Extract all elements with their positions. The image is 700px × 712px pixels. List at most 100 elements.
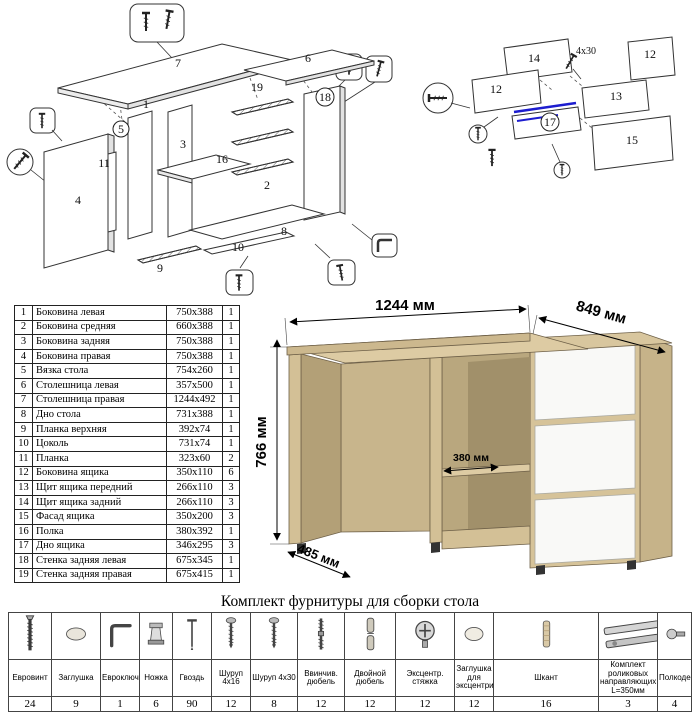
- hardware-callout: [29, 107, 63, 142]
- plinth: [441, 525, 531, 550]
- dimension-lines: [273, 305, 666, 579]
- hardware-item-label: Комплект роликовых направляющих L=350мм: [598, 659, 658, 697]
- part-qty: 3: [222, 509, 240, 525]
- part-name: Фасад ящика: [32, 509, 167, 525]
- part-size: 675x345: [166, 553, 223, 569]
- callout-label: 18: [319, 90, 331, 104]
- desk-top-edge: [286, 332, 531, 356]
- part-size: 346x295: [166, 538, 223, 555]
- part-size: 750x388: [166, 334, 223, 350]
- hardware-item-label: Ввинчив. дюбель: [297, 659, 345, 697]
- kneehole-back: [340, 357, 431, 533]
- parts-table-row: 6 Столешница левая 357x500 1: [14, 377, 240, 394]
- screw-icon: [266, 615, 282, 653]
- nail-icon: [184, 615, 200, 653]
- part-qty: 2: [222, 450, 240, 467]
- part-qty: 1: [222, 553, 240, 569]
- part-bottom-panel: [188, 204, 326, 240]
- part-qty: 1: [222, 319, 240, 336]
- hardware-item-label: Евроключ: [100, 659, 140, 697]
- part-number: 10: [14, 436, 33, 452]
- hex-key-icon: [105, 619, 135, 649]
- hardware-item-qty: 12: [454, 696, 494, 712]
- hardware-item-qty: 4: [657, 696, 692, 712]
- hardware-item-label: Евровинт: [8, 659, 52, 697]
- part-size: 392x74: [166, 421, 223, 438]
- callout-circle: [112, 120, 130, 138]
- hardware-item-label: Шуруп 4x30: [250, 659, 298, 697]
- shelf-unit-panel: [429, 354, 443, 544]
- part-size: 323x60: [166, 450, 223, 467]
- callout-label: 7: [175, 56, 181, 70]
- hardware-title: Комплект фурнитуры для сборки стола: [220, 593, 480, 610]
- callout-label: 12: [644, 47, 656, 61]
- part-number: 8: [14, 407, 33, 423]
- callout-numbers: 7 6 19 18 5 3 16 2 8 10 9 11 4 1: [75, 51, 331, 275]
- part-qty: 1: [222, 436, 240, 452]
- drawer-slides-icon: [600, 615, 657, 653]
- part-drawer-back: [503, 38, 573, 82]
- hardware-item-label: Заглушка для эксцентрика: [454, 659, 494, 697]
- part-name: Вязка стола: [32, 363, 167, 379]
- parts-table-row: 5 Вязка стола 754x260 1: [14, 363, 240, 379]
- part-strip-panel: [107, 151, 117, 233]
- callout-label: 16: [216, 152, 228, 166]
- part-qty: 1: [222, 377, 240, 394]
- part-top-left-panel: [57, 43, 293, 110]
- cap-icon: [63, 625, 89, 643]
- hardware-icon-cell: [51, 612, 101, 660]
- drawer-front-2: [534, 419, 636, 495]
- part-drawer-facade: [591, 115, 674, 171]
- parts-table-row: 14 Щит ящика задний 266x110 3: [14, 494, 240, 511]
- hardware-callout: [314, 243, 356, 286]
- part-drawer-side-left: [471, 69, 542, 114]
- part-name: Дно стола: [32, 407, 167, 423]
- hardware-icon-cell: [8, 612, 52, 660]
- part-name: Щит ящика задний: [32, 494, 167, 511]
- part-qty: 1: [222, 567, 240, 584]
- hardware-item-qty: 3: [598, 696, 658, 712]
- part-shelf-panel: [156, 154, 252, 184]
- pedestal-side: [639, 334, 673, 563]
- part-name: Столешница левая: [32, 377, 167, 394]
- part-rail-panel: [136, 245, 203, 264]
- hardware-callout: [487, 148, 497, 168]
- part-number: 18: [14, 553, 33, 569]
- part-number: 15: [14, 509, 33, 525]
- callout-numbers: 14 12 12 13 17 15 4x30: [490, 46, 656, 147]
- part-number: 4: [14, 348, 33, 365]
- part-qty: 1: [222, 363, 240, 379]
- hardware-item-qty: 12: [344, 696, 396, 712]
- part-qty: 3: [222, 538, 240, 555]
- drawer-front-1: [534, 343, 636, 421]
- hardware-icon-cell: [172, 612, 212, 660]
- extension-lines: [270, 304, 538, 545]
- part-name: Боковина правая: [32, 348, 167, 365]
- hardware-icon-cell: [211, 612, 251, 660]
- callout-label: 10: [232, 240, 244, 254]
- dowel-screw-icon: [314, 615, 328, 653]
- part-name: Цоколь: [32, 436, 167, 452]
- part-size: 266x110: [166, 480, 223, 496]
- part-size: 731x388: [166, 407, 223, 423]
- parts-table-row: 7 Столешница правая 1244x492 1: [14, 392, 240, 409]
- parts-table-wrap: 1 Боковина левая 750x388 1 2 Боковина ср…: [14, 305, 240, 584]
- parts-table-row: 4 Боковина правая 750x388 1: [14, 348, 240, 365]
- parts-table-row: 12 Боковина ящика 350x110 6: [14, 465, 240, 482]
- part-plinth-panel: [202, 231, 296, 255]
- part-qty: 6: [222, 465, 240, 482]
- part-size: 750x388: [166, 305, 223, 321]
- part-size: 660x388: [166, 319, 223, 336]
- part-qty: 1: [222, 421, 240, 438]
- part-number: 7: [14, 392, 33, 409]
- callout-label: 6: [305, 51, 311, 65]
- part-name: Планка: [32, 450, 167, 467]
- part-size: 357x500: [166, 377, 223, 394]
- part-size: 266x110: [166, 494, 223, 511]
- hardware-item-label: Гвоздь: [172, 659, 212, 697]
- part-name: Щит ящика передний: [32, 480, 167, 496]
- parts-table-row: 3 Боковина задняя 750x388 1: [14, 334, 240, 350]
- part-qty: 1: [222, 392, 240, 409]
